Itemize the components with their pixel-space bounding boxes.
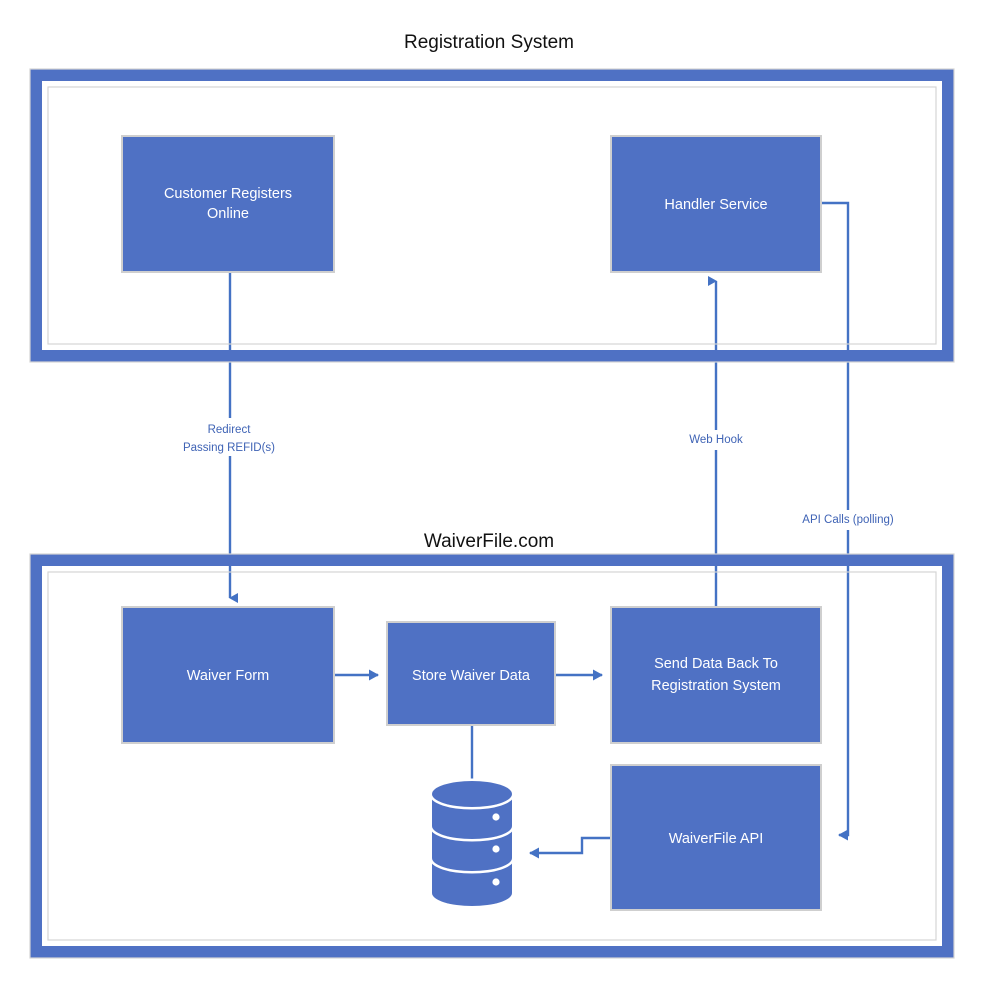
node-customer-registers-online-label-line1: Customer Registers bbox=[164, 186, 292, 202]
container-registration-system-outer-edge bbox=[29, 68, 955, 363]
edge-api-calls-polling: API Calls (polling) bbox=[787, 201, 909, 841]
edge-redirect-label-line1: Redirect bbox=[208, 424, 252, 436]
node-handler-service-label: Handler Service bbox=[664, 197, 767, 213]
container-registration-system bbox=[30, 69, 954, 362]
node-store-waiver-data-label: Store Waiver Data bbox=[412, 668, 531, 684]
node-store-waiver-data[interactable]: Store Waiver Data bbox=[386, 621, 556, 726]
node-send-data-back-label-line1: Send Data Back To bbox=[654, 656, 778, 672]
edge-web-hook: Web Hook bbox=[676, 276, 758, 622]
node-customer-registers-online-label-line2: Online bbox=[207, 206, 249, 222]
edge-web-hook-label: Web Hook bbox=[689, 434, 743, 446]
registration-system-title: Registration System bbox=[404, 32, 574, 53]
database-icon[interactable] bbox=[429, 778, 515, 906]
waiverfile-com-title: WaiverFile.com bbox=[424, 531, 554, 552]
node-waiverfile-api[interactable]: WaiverFile API bbox=[610, 764, 822, 911]
edge-redirect-label-line2: Passing REFID(s) bbox=[183, 442, 275, 454]
node-waiver-form[interactable]: Waiver Form bbox=[121, 606, 335, 744]
edge-api-to-database bbox=[529, 836, 611, 859]
node-waiver-form-label: Waiver Form bbox=[187, 668, 269, 684]
node-handler-service[interactable]: Handler Service bbox=[610, 135, 822, 273]
container-waiverfile-com bbox=[30, 554, 954, 958]
node-send-data-back[interactable]: Send Data Back To Registration System bbox=[610, 606, 822, 744]
container-waiverfile-com-outer-edge bbox=[29, 553, 955, 959]
edge-api-calls-polling-label: API Calls (polling) bbox=[802, 514, 894, 526]
edge-redirect: Redirect Passing REFID(s) bbox=[170, 272, 291, 603]
container-registration-system-inner-edge bbox=[47, 86, 937, 345]
node-customer-registers-online[interactable]: Customer Registers Online bbox=[121, 135, 335, 273]
node-waiverfile-api-label: WaiverFile API bbox=[669, 831, 764, 847]
node-send-data-back-label-line2: Registration System bbox=[651, 678, 781, 694]
container-waiverfile-com-inner-edge bbox=[47, 571, 937, 941]
